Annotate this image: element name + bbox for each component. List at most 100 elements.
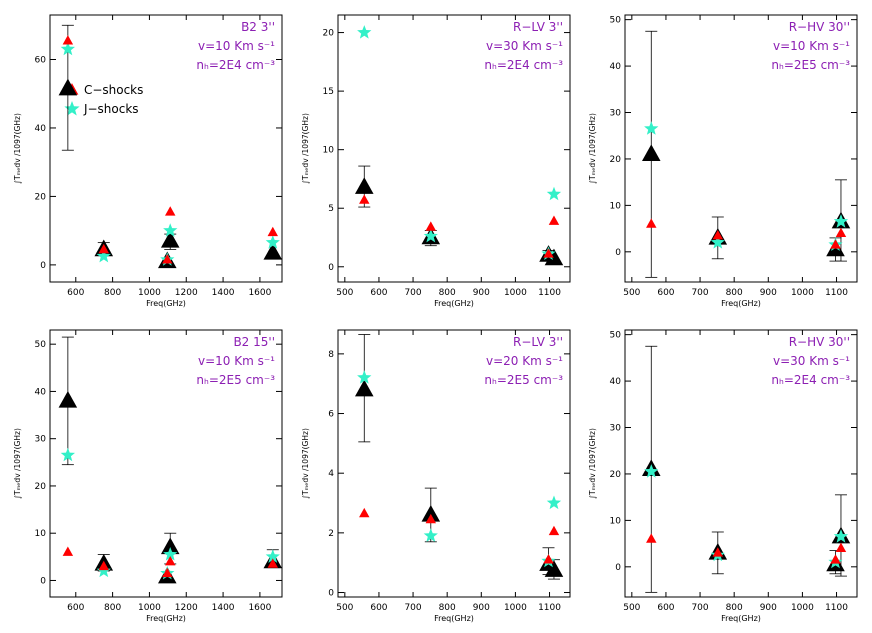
y-tick-label: 60: [35, 56, 47, 66]
c-shocks-point: [425, 513, 437, 524]
y-tick-label: 20: [610, 155, 622, 165]
y-tick-label: 0: [328, 589, 334, 599]
j-shocks-point: [644, 121, 659, 135]
panel-annotation-line: nₕ=2E4 cm⁻³: [771, 373, 850, 387]
c-shocks-point: [425, 221, 437, 231]
x-tick-label: 600: [67, 603, 84, 613]
plot-frame: [337, 14, 571, 283]
y-axis-label: ∫Tₘₑdv /1097(GHz): [301, 428, 310, 499]
y-tick-label: 30: [35, 435, 47, 445]
y-tick-label: 30: [610, 424, 622, 434]
c-shocks-point: [543, 248, 554, 258]
y-tick-label: 0: [40, 261, 46, 271]
x-axis-label: Freq(GHz): [721, 299, 761, 308]
y-tick-label: 40: [610, 62, 622, 72]
j-shocks-point: [60, 41, 75, 56]
plot-frame: [624, 14, 858, 283]
x-tick-label: 600: [370, 288, 387, 298]
c-shocks-point: [62, 35, 74, 45]
y-axis-label: ∫Tₘₑdv /1097(GHz): [301, 113, 310, 184]
y-tick-label: 0: [615, 248, 621, 258]
x-tick-label: 1200: [175, 288, 198, 298]
y-tick-label: 5: [328, 204, 334, 214]
panel-annotation-line: nₕ=2E4 cm⁻³: [484, 58, 563, 72]
y-tick-label: 10: [610, 201, 622, 211]
j-shocks-point: [357, 370, 372, 384]
c-shocks-point: [830, 554, 841, 564]
observed-point: [160, 231, 180, 248]
c-shocks-point: [165, 555, 176, 566]
x-tick-label: 1600: [248, 603, 271, 613]
x-tick-label: 500: [336, 603, 353, 613]
y-tick-label: 50: [610, 331, 622, 341]
y-tick-label: 10: [323, 146, 335, 156]
x-tick-label: 1400: [212, 288, 235, 298]
panel-annotation-line: nₕ=2E5 cm⁻³: [771, 58, 850, 72]
x-tick-label: 700: [691, 288, 708, 298]
y-tick-label: 30: [610, 109, 622, 119]
y-axis-label: ∫Tₘₑdv /1097(GHz): [588, 113, 597, 184]
x-tick-label: 500: [623, 288, 640, 298]
x-tick-label: 1000: [504, 603, 527, 613]
j-shocks-legend-label: J−shocks: [83, 102, 139, 116]
x-tick-label: 1400: [212, 603, 235, 613]
panel-annotation-line: v=10 Km s⁻¹: [773, 39, 850, 53]
y-tick-label: 8: [328, 350, 334, 360]
j-shocks-point: [833, 529, 849, 543]
y-tick-label: 20: [35, 482, 47, 492]
panel-annotation-line: nₕ=2E5 cm⁻³: [484, 373, 563, 387]
observed-point: [421, 505, 441, 522]
c-shocks-point: [712, 547, 724, 557]
j-shocks-point: [546, 186, 562, 201]
x-tick-label: 1200: [175, 603, 198, 613]
c-shocks-point: [267, 226, 279, 237]
x-tick-label: 1100: [825, 288, 848, 298]
x-tick-label: 1100: [538, 603, 561, 613]
y-axis-label: ∫Tₘₑdv /1097(GHz): [13, 428, 22, 499]
y-tick-label: 20: [610, 470, 622, 480]
c-shocks-legend-label: C−shocks: [84, 83, 143, 97]
panel-annotation-line: R−LV 3'': [513, 20, 563, 34]
observed-point: [58, 390, 78, 408]
panel-annotation-line: nₕ=2E4 cm⁻³: [196, 58, 275, 72]
c-shocks-point: [548, 525, 560, 536]
j-shocks-point: [96, 248, 111, 263]
c-shocks-point: [62, 546, 74, 556]
observed-point: [354, 177, 374, 194]
x-tick-label: 1600: [248, 288, 271, 298]
x-axis-label: Freq(GHz): [146, 614, 186, 623]
c-shocks-point: [162, 567, 173, 578]
x-tick-label: 1000: [791, 288, 814, 298]
x-tick-label: 900: [760, 603, 777, 613]
j-shocks-point: [265, 549, 280, 563]
x-tick-label: 600: [67, 288, 84, 298]
x-axis-label: Freq(GHz): [146, 299, 186, 308]
x-tick-label: 800: [439, 288, 456, 298]
j-shocks-point: [163, 223, 178, 237]
c-shocks-point: [98, 243, 109, 254]
y-tick-label: 10: [35, 529, 47, 539]
panel-annotation-line: v=10 Km s⁻¹: [198, 354, 275, 368]
y-tick-label: 50: [35, 340, 47, 350]
x-tick-label: 800: [726, 603, 743, 613]
observed-point: [544, 248, 564, 266]
y-axis-label: ∫Tₘₑdv /1097(GHz): [588, 428, 597, 499]
x-tick-label: 800: [104, 288, 121, 298]
x-tick-label: 1000: [504, 288, 527, 298]
observed-point: [544, 560, 564, 577]
c-shocks-point: [835, 542, 847, 553]
x-tick-label: 600: [657, 288, 674, 298]
panel-annotation-line: B2 15'': [233, 335, 275, 349]
x-tick-label: 900: [760, 288, 777, 298]
y-tick-label: 40: [610, 377, 622, 387]
